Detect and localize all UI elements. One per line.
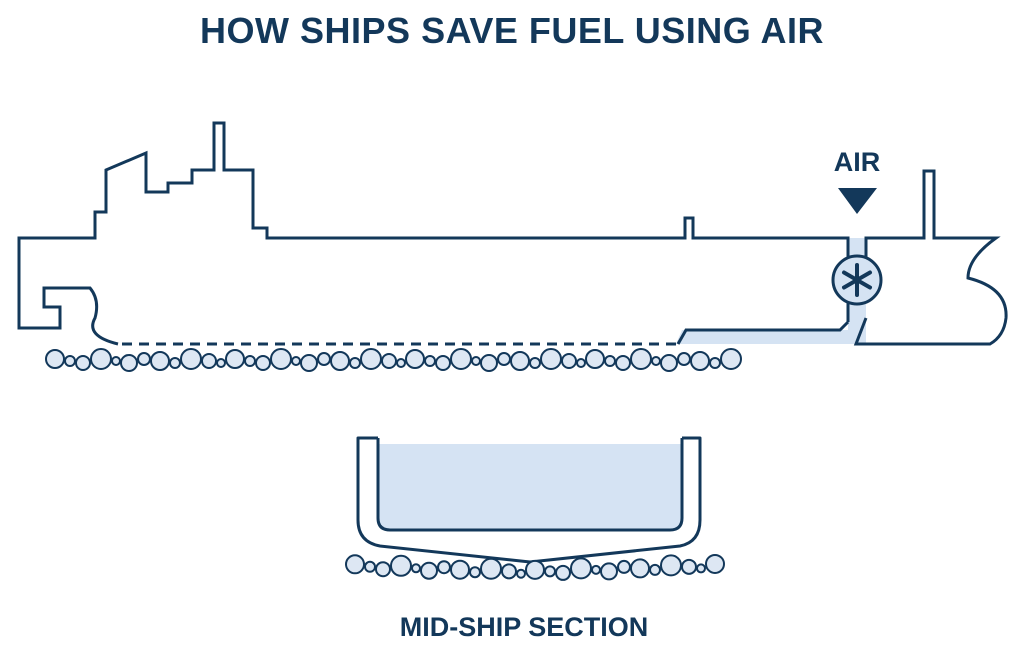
air-bubble	[424, 355, 436, 367]
air-bubble	[585, 349, 605, 369]
air-bubble	[660, 554, 682, 577]
air-bubble	[435, 355, 451, 371]
air-bubble	[317, 352, 331, 366]
mid-ship-section	[345, 436, 725, 581]
air-bubble	[529, 357, 541, 369]
down-arrow-icon	[838, 188, 877, 214]
air-bubble	[617, 559, 631, 574]
air-bubble	[300, 354, 318, 372]
section-inner-hull	[376, 438, 684, 532]
air-bubble	[469, 566, 481, 579]
air-bubble	[510, 351, 530, 371]
air-bubble	[345, 554, 365, 575]
air-bubble	[690, 351, 710, 371]
air-bubble	[705, 553, 725, 574]
air-bubble	[137, 352, 151, 366]
air-bubble	[540, 348, 562, 370]
air-bubble	[150, 351, 170, 371]
air-bubble	[561, 353, 577, 369]
air-bubble	[349, 357, 361, 369]
section-bubbles	[345, 553, 725, 581]
air-bubble	[591, 564, 601, 575]
hull-bubbles	[45, 348, 742, 372]
air-bubble	[180, 348, 202, 370]
air-bubble	[111, 356, 121, 366]
air-bubble	[471, 356, 481, 366]
air-bubble	[555, 564, 571, 581]
air-bubble	[396, 358, 406, 368]
air-bubble	[651, 356, 661, 366]
air-bubble	[480, 354, 498, 372]
air-bubble	[570, 557, 592, 580]
air-bubble	[450, 559, 470, 580]
air-bubble	[330, 351, 350, 371]
air-bubble	[381, 353, 397, 369]
air-bubble	[420, 561, 438, 580]
air-bubble	[696, 563, 706, 574]
section-caption: MID-SHIP SECTION	[399, 612, 649, 642]
air-bubble	[576, 358, 586, 368]
air-bubble	[411, 563, 421, 574]
air-bubble	[450, 348, 472, 370]
air-bubble	[45, 349, 65, 369]
air-bubble	[364, 560, 376, 573]
ship-stern-outline	[853, 169, 1008, 346]
air-bubble	[525, 559, 545, 580]
air-bubble	[75, 355, 91, 371]
air-bubble	[405, 349, 425, 369]
fan-icon	[831, 254, 883, 306]
air-bubble	[720, 348, 742, 370]
air-bubble	[615, 355, 631, 371]
air-bubble	[270, 348, 292, 370]
air-bubble	[600, 562, 618, 581]
air-bubble	[375, 561, 391, 578]
air-bubble	[360, 348, 382, 370]
air-bubble	[480, 557, 502, 580]
ship-hull-outline	[17, 121, 850, 346]
air-bubble	[630, 558, 650, 579]
diagram-title: HOW SHIPS SAVE FUEL USING AIR	[200, 10, 824, 51]
air-bubble	[497, 352, 511, 366]
air-bubble	[120, 354, 138, 372]
air-bubble	[64, 355, 76, 367]
air-bubble	[709, 357, 721, 369]
section-air-fill	[378, 444, 682, 530]
air-bubble	[437, 560, 451, 575]
air-bubble	[660, 354, 678, 372]
air-bubble	[225, 349, 245, 369]
air-bubble	[677, 352, 691, 366]
air-label: AIR	[834, 147, 881, 177]
air-bubble	[216, 358, 226, 368]
air-bubble	[169, 357, 181, 369]
air-bubble	[390, 554, 412, 577]
air-bubble	[244, 355, 256, 367]
air-bubble	[649, 563, 661, 576]
air-bubble	[90, 348, 112, 370]
air-bubble	[630, 348, 652, 370]
air-bubble	[604, 355, 616, 367]
air-bubble	[501, 563, 517, 580]
air-bubble	[255, 355, 271, 371]
air-bubble	[201, 353, 217, 369]
air-bubble	[681, 558, 697, 575]
air-bubble	[291, 356, 301, 366]
air-bubble	[544, 565, 556, 578]
air-bubble	[516, 568, 526, 579]
